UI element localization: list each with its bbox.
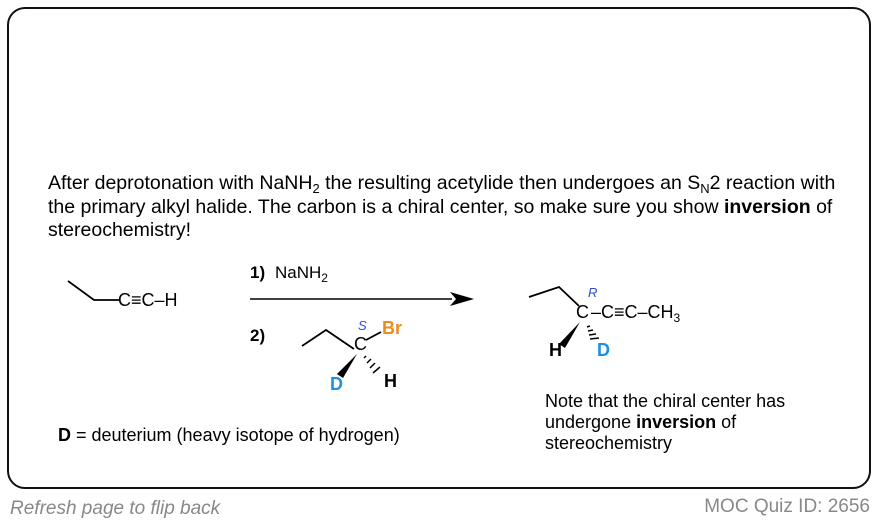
explanation-text: After deprotonation with NaNH2 the resul… <box>48 172 838 243</box>
deuterium-definition: D = deuterium (heavy isotope of hydrogen… <box>58 425 400 446</box>
product-chain-text: –C≡C–CH <box>591 302 674 322</box>
halide-ethyl-bonds <box>301 328 355 350</box>
step1-reagent: NaNH2 <box>275 263 328 285</box>
explanation-part3: 2 reaction with the primary alkyl halide… <box>48 172 836 218</box>
product-chain-sub: 3 <box>673 311 681 325</box>
product-hash-bond <box>586 325 600 340</box>
reaction-arrow-head <box>450 292 474 306</box>
note-inversion: inversion <box>636 412 717 432</box>
starting-ethyl-bonds <box>67 280 120 301</box>
halide-hydrogen: H <box>384 371 397 391</box>
note-part1: Note that the chiral center has undergon… <box>545 391 786 432</box>
step1-number: 1) <box>250 263 266 282</box>
halide-hash-bond <box>363 355 381 374</box>
product-deuterium: D <box>597 340 610 360</box>
quiz-card <box>7 7 871 489</box>
halide-wedge-bond <box>337 354 357 378</box>
product-stereo-r: R <box>588 285 598 300</box>
step2-number: 2) <box>250 326 266 345</box>
starting-alkyne-label: C≡C–H <box>118 290 178 310</box>
halide-c-br-bond <box>365 331 382 341</box>
deuterium-text: = deuterium (heavy isotope of hydrogen) <box>71 425 400 445</box>
note-part2: of stereochemistry <box>545 412 737 453</box>
explanation-part1: After deprotonation with NaNH <box>48 172 313 194</box>
product-wedge-bond <box>559 322 580 348</box>
product-ethyl-bonds <box>528 285 580 307</box>
bromine-atom: Br <box>382 318 403 338</box>
explanation-inversion: inversion <box>723 195 811 218</box>
explanation-part2: the resulting acetylide then undergoes a… <box>319 172 701 194</box>
explanation-part4: of stereochemistry! <box>48 195 833 242</box>
inversion-note: Note that the chiral center has undergon… <box>545 391 845 454</box>
product-chiral-carbon: C <box>576 302 589 322</box>
explanation-sub2: N <box>700 181 710 196</box>
halide-deuterium: D <box>330 374 343 394</box>
step1-reagent-text: NaNH <box>275 263 322 282</box>
explanation-sub1: 2 <box>312 181 320 196</box>
product-hydrogen: H <box>549 340 562 360</box>
halide-stereo-s: S <box>358 318 367 333</box>
deuterium-symbol: D <box>58 425 71 445</box>
halide-chiral-carbon: C <box>354 334 367 354</box>
refresh-hint[interactable]: Refresh page to flip back <box>10 498 221 519</box>
step1-reagent-sub: 2 <box>321 271 328 285</box>
product-alkyne-chain: –C≡C–CH3 <box>591 302 681 325</box>
quiz-id: MOC Quiz ID: 2656 <box>704 496 870 517</box>
